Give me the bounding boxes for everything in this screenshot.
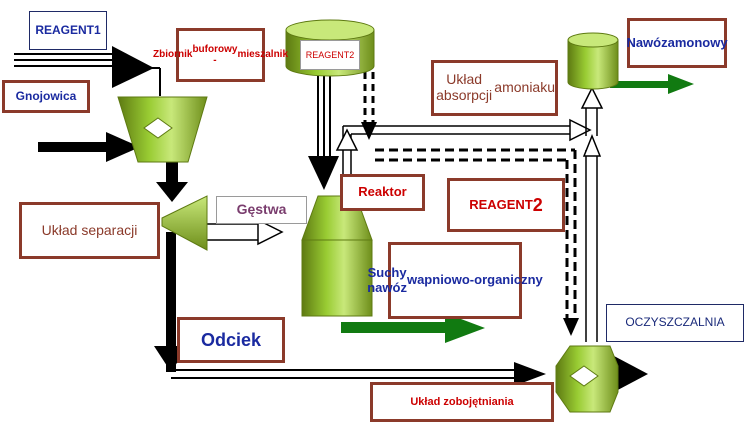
buffer-tank-label-line2: buforowy -: [192, 43, 238, 66]
reagent2-label-line1: REAGENT: [469, 196, 533, 212]
odciek-label-text: Odciek: [200, 329, 262, 350]
ammonium-fertilizer-arrow: [610, 74, 694, 94]
buffer-tank-label-line3: mieszalnik: [237, 49, 289, 61]
gnojowica-label-text: Gnojowica: [15, 88, 77, 103]
reagent2-tank-label-line1: REAGENT: [305, 49, 350, 60]
ammonium-fertilizer-label-line2: amonowy: [667, 34, 728, 50]
reagent2-tank-label: REAGENT 2: [300, 40, 360, 70]
reagent2-tank-label-line2: 2: [349, 49, 355, 60]
gnojowica-feed-arrow: [38, 132, 140, 162]
reagent1-label-line1: REAGENT: [35, 22, 94, 37]
neutralizer-shape: [555, 345, 619, 413]
reagent1-feed-line: [14, 46, 161, 96]
dry-fertilizer-label-line1: Suchy nawóz: [367, 264, 407, 295]
separator-label-text: Układ separacji: [41, 221, 138, 238]
reagent1-label: REAGENT 1: [29, 11, 107, 50]
dry-fertilizer-label-line2: wapniowo-: [406, 272, 475, 288]
oczyszczalnia-label: OCZYSZCZALNIA: [606, 304, 744, 342]
buffer-tank-label-line1: Zbiornik: [152, 49, 193, 61]
absorber-label-line1: Układ absorpcji: [436, 71, 493, 103]
gnojowica-label: Gnojowica: [2, 80, 90, 113]
absorber-tank-shape: [567, 32, 619, 90]
neutralizer-label: Układ zobojętniania: [370, 382, 554, 422]
separator-shape: [161, 195, 208, 251]
odciek-label: Odciek: [177, 317, 285, 363]
dry-fertilizer-label: Suchy nawóz wapniowo- organiczny: [367, 242, 543, 319]
reagent1-label-line2: 1: [93, 22, 101, 37]
reagent2-label-line2: 2: [532, 194, 543, 215]
mixer-to-separator-arrow: [156, 162, 188, 202]
reactor-label: Reaktor: [340, 174, 425, 211]
oczyszczalnia-label-text: OCZYSZCZALNIA: [625, 315, 725, 330]
reagent2-label: REAGENT 2: [447, 178, 565, 232]
dry-fertilizer-label-line3: organiczny: [474, 272, 543, 288]
reagent2-dashed-line: [361, 72, 377, 140]
reactor-shape: [301, 195, 373, 317]
ammonium-fertilizer-label: Nawóz amonowy: [626, 18, 728, 68]
gestwa-flow-arrow: [200, 218, 284, 246]
absorber-label: Układ absorpcji amoniaku: [431, 60, 558, 116]
dry-fertilizer-arrow: [341, 313, 485, 343]
gestwa-label: Gęstwa: [216, 196, 307, 224]
reagent2-neutralizer-dashed-line: [375, 148, 579, 336]
mixer-tank-shape: [117, 96, 208, 163]
neutralizer-outlet-arrow: [614, 356, 648, 392]
neutralizer-label-text: Układ zobojętniania: [410, 395, 514, 408]
absorber-label-line2: amoniaku: [494, 79, 555, 96]
neutralizer-to-absorber-line: [580, 86, 604, 342]
separator-label: Układ separacji: [19, 202, 160, 259]
ammonium-fertilizer-label-line1: Nawóz: [626, 34, 668, 50]
gestwa-label-text: Gęstwa: [236, 201, 287, 218]
reagent2-to-reactor-line: [308, 72, 339, 190]
buffer-tank-label: Zbiornik buforowy - mieszalnik: [153, 28, 288, 82]
reactor-label-text: Reaktor: [358, 184, 407, 200]
